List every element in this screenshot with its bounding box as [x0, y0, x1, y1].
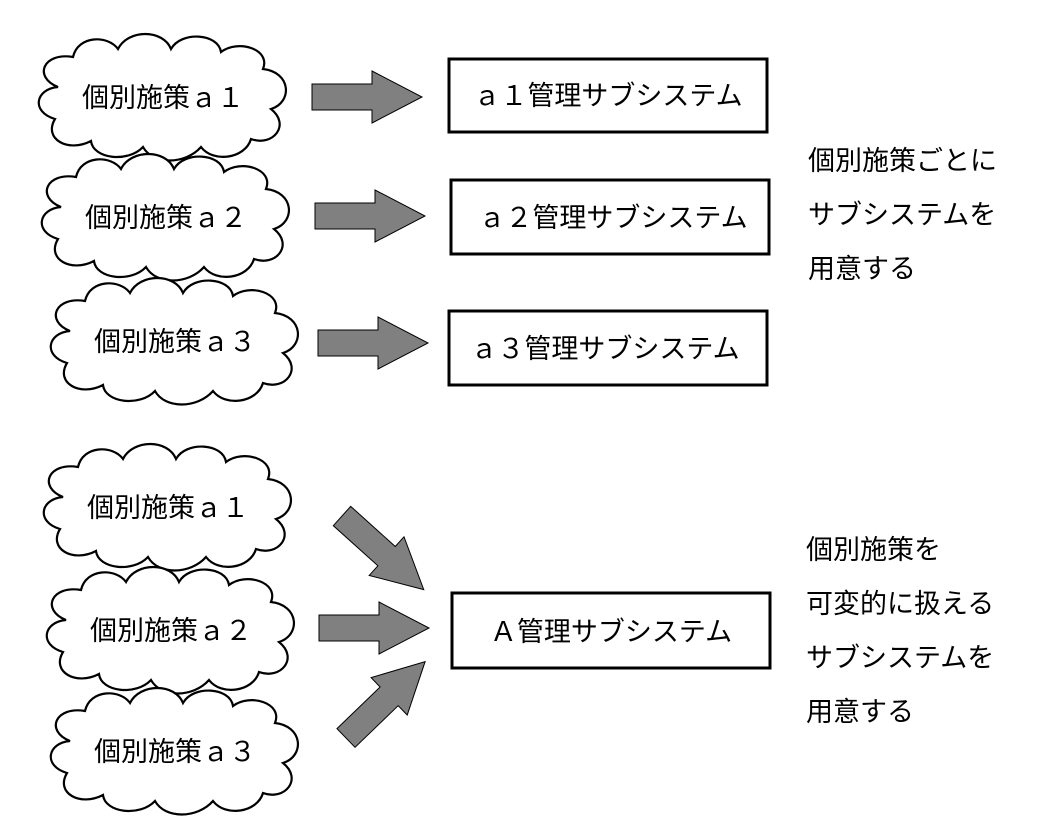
- top-note: 個別施策ごとに サブシステムを 用意する: [808, 135, 997, 297]
- top-arrow-2: [314, 189, 426, 243]
- box-rect: [450, 591, 772, 670]
- box-label: ａ２管理サブシステム: [478, 203, 747, 234]
- box-label: ａ１管理サブシステム: [473, 81, 742, 112]
- top-cloud-2: 個別施策ａ２: [40, 152, 291, 282]
- bottom-arrow-3: [327, 642, 444, 758]
- box-label: Ａ管理サブシステム: [490, 617, 732, 648]
- note-line: サブシステムを: [808, 200, 997, 231]
- note-line: 個別施策を: [806, 535, 941, 566]
- bottom-cloud-2: 個別施策ａ２: [45, 565, 296, 695]
- top-box-1: ａ１管理サブシステム: [447, 57, 769, 134]
- arrow-shape: [318, 601, 430, 655]
- box-rect: [447, 309, 769, 387]
- arrow-shape: [327, 642, 444, 758]
- box-rect: [449, 178, 771, 256]
- box-label: ａ３管理サブシステム: [470, 334, 739, 365]
- bottom-box: Ａ管理サブシステム: [450, 591, 772, 670]
- bottom-note: 個別施策を 可変的に扱える サブシステムを 用意する: [806, 524, 994, 740]
- top-box-3: ａ３管理サブシステム: [447, 309, 769, 387]
- bottom-arrow-1: [324, 496, 442, 610]
- arrow-shape: [317, 316, 429, 370]
- bottom-arrow-2: [318, 601, 430, 655]
- top-box-2: ａ２管理サブシステム: [449, 178, 771, 256]
- bottom-cloud-3: 個別施策ａ３: [49, 686, 300, 816]
- note-line: サブシステムを: [806, 643, 995, 674]
- note-line: 個別施策ごとに: [808, 146, 997, 177]
- cloud-label: 個別施策ａ２: [85, 203, 247, 234]
- box-rect: [447, 57, 769, 134]
- cloud-label: 個別施策ａ２: [90, 616, 252, 647]
- note-line: 用意する: [806, 697, 914, 728]
- cloud-label: 個別施策ａ１: [82, 83, 244, 114]
- bottom-cloud-1: 個別施策ａ１: [42, 442, 293, 572]
- top-cloud-3: 個別施策ａ３: [49, 276, 300, 406]
- arrow-shape: [324, 496, 442, 610]
- cloud-label: 個別施策ａ３: [94, 737, 256, 768]
- cloud-label: 個別施策ａ１: [87, 493, 249, 524]
- top-cloud-1: 個別施策ａ１: [37, 32, 288, 162]
- top-arrow-1: [311, 70, 423, 124]
- cloud-label: 個別施策ａ３: [94, 327, 256, 358]
- note-line: 可変的に扱える: [806, 589, 995, 620]
- note-line: 用意する: [808, 254, 916, 285]
- arrow-shape: [311, 70, 423, 124]
- arrow-shape: [314, 189, 426, 243]
- top-arrow-3: [317, 316, 429, 370]
